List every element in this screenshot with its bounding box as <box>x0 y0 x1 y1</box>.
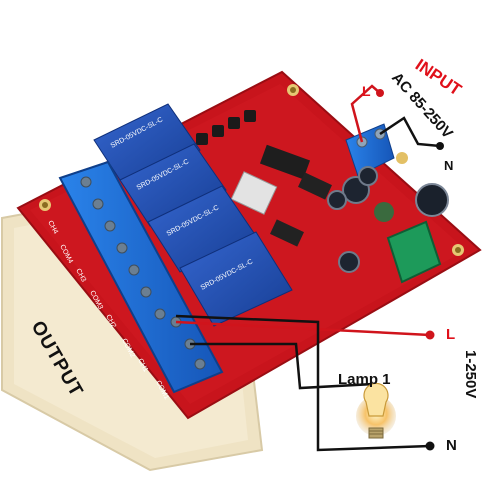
input-n-label: N <box>444 158 454 173</box>
relays: SRD-05VDC-SL-C SRD-05VDC-SL-C SRD-05VDC-… <box>93 103 293 327</box>
lightbulb-icon <box>356 382 396 439</box>
relay-1: SRD-05VDC-SL-C <box>179 231 293 327</box>
relay-2: SRD-05VDC-SL-C <box>147 185 257 273</box>
output-terminal-strip <box>58 160 224 394</box>
transformer <box>386 220 442 284</box>
output-voltage-label: 1-250V <box>462 350 479 399</box>
input-l-label: L <box>362 83 371 99</box>
wifi-module <box>230 171 278 215</box>
output-l-label: L <box>446 326 456 343</box>
push-buttons <box>196 110 256 145</box>
output-n-label: N <box>446 437 457 454</box>
ic-chip <box>259 144 311 180</box>
relay-4: SRD-05VDC-SL-C <box>93 103 201 187</box>
lamp-label: Lamp 1 <box>338 371 391 388</box>
capacitors <box>327 152 449 273</box>
input-wires <box>350 84 441 148</box>
relay-3: SRD-05VDC-SL-C <box>119 143 227 227</box>
